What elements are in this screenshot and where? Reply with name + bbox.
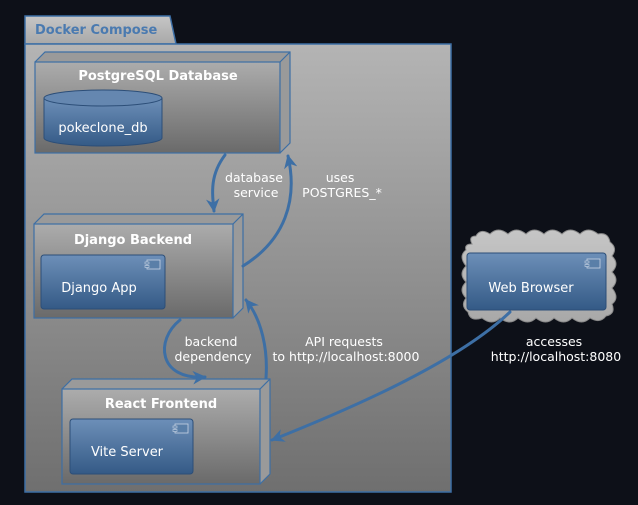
- label-backend-dependency: backend dependency: [175, 334, 253, 364]
- component-icon: [172, 423, 189, 434]
- cloud-node: Web Browser: [461, 229, 617, 323]
- frame-title: Docker Compose: [35, 23, 157, 38]
- database-label: pokeclone_db: [58, 121, 147, 136]
- edge-backend-dependency: [163, 318, 207, 385]
- vite-server-component: Vite Server: [69, 418, 194, 475]
- django-app-component: Django App: [40, 254, 166, 310]
- label-api-requests: API requests to http://localhost:8000: [273, 334, 420, 364]
- django-node-title: Django Backend: [74, 233, 192, 248]
- django-node: Django Backend Django App: [33, 213, 244, 319]
- label-accesses: accesses http://localhost:8080: [491, 334, 621, 364]
- react-node: React Frontend Vite Server: [61, 378, 271, 485]
- edge-api-requests: [244, 298, 268, 380]
- component-icon: [144, 259, 161, 270]
- web-browser-component: Web Browser: [466, 252, 607, 311]
- vite-server-label: Vite Server: [91, 445, 164, 460]
- label-uses-postgres: uses POSTGRES_*: [302, 170, 382, 200]
- label-database-service: database service: [225, 170, 287, 200]
- database-icon: [43, 89, 163, 147]
- edge-accesses: [270, 310, 512, 442]
- react-node-title: React Frontend: [105, 397, 217, 412]
- postgres-node: PostgreSQL Database pokeclone_db: [34, 51, 291, 154]
- web-browser-label: Web Browser: [488, 281, 574, 296]
- postgres-node-title: PostgreSQL Database: [78, 69, 238, 84]
- component-icon: [584, 258, 601, 269]
- edge-database-service: [206, 153, 227, 213]
- edge-uses-postgres: [241, 154, 298, 268]
- django-app-label: Django App: [61, 281, 137, 296]
